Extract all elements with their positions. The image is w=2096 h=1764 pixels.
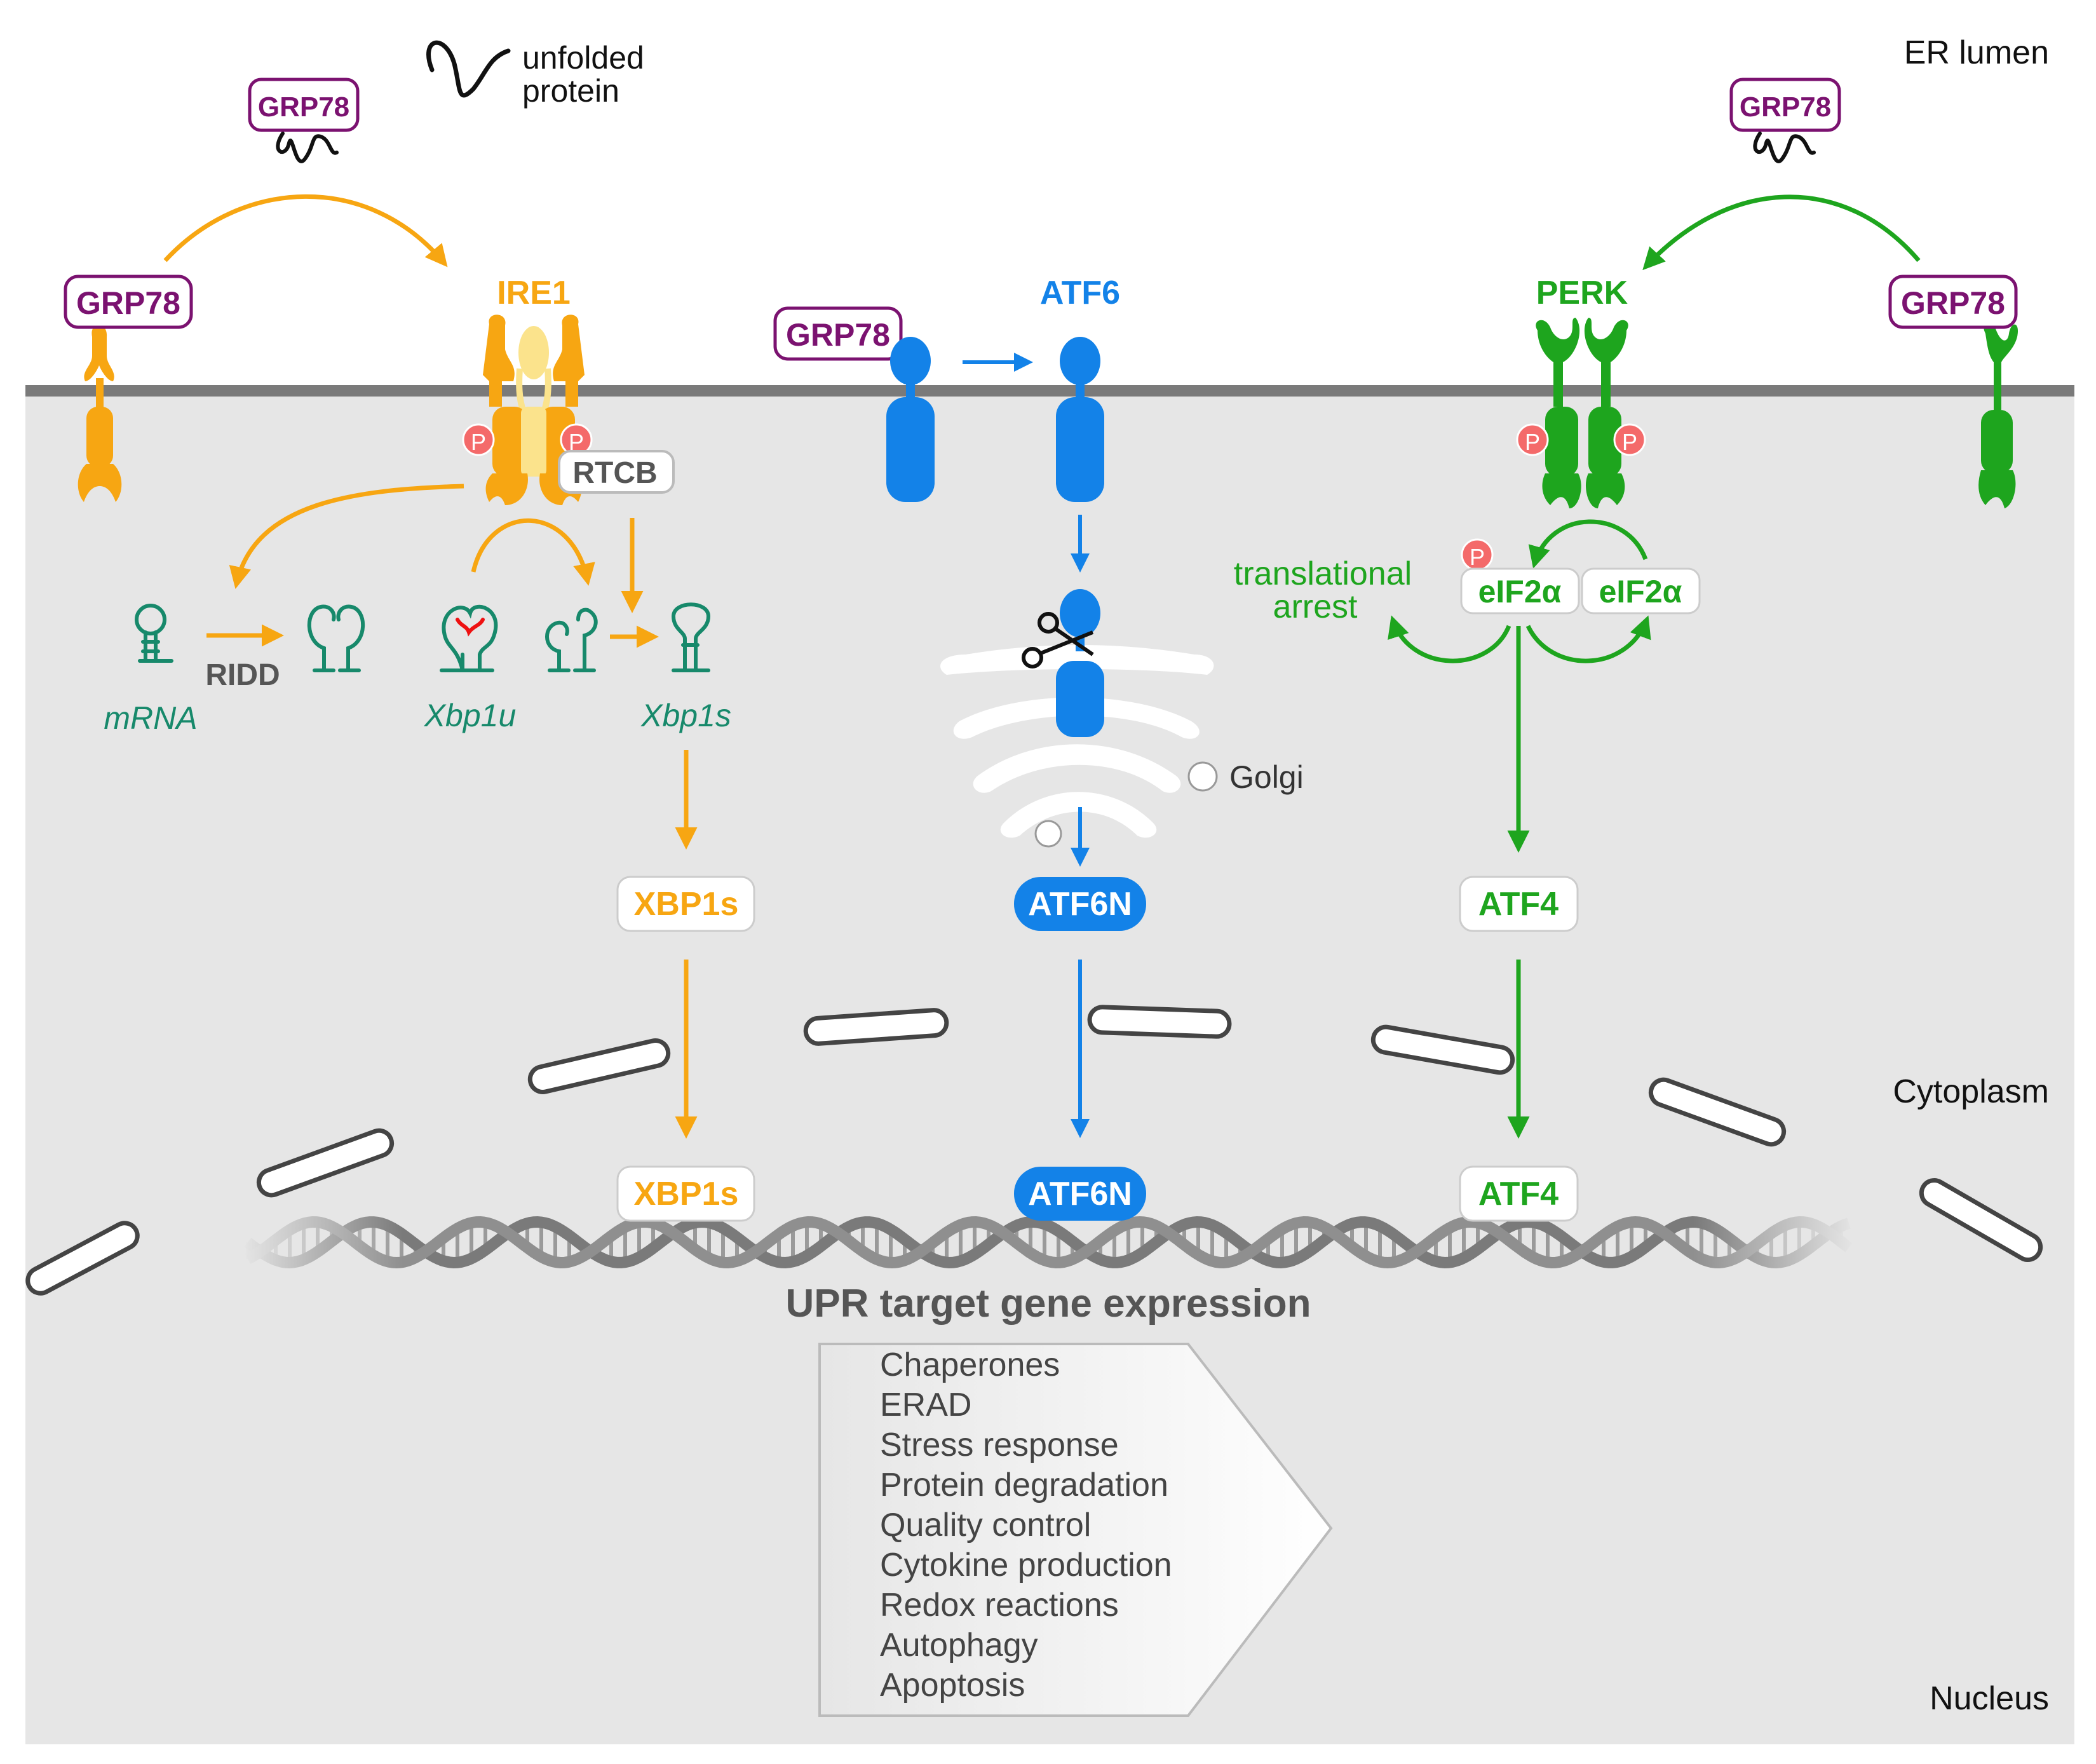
upr-title: UPR target gene expression — [786, 1282, 1311, 1326]
atf4-nuc-label: ATF4 — [1478, 1176, 1558, 1212]
unfolded-protein-squiggle — [426, 40, 511, 98]
mrna-fragments — [307, 604, 365, 672]
xbp1-splice-arrow — [471, 518, 595, 586]
atf4-cyto-box: ATF4 — [1459, 876, 1579, 932]
grp78-free-right-label: GRP78 — [1740, 92, 1831, 123]
eif2a-right-label: eIF2α — [1599, 574, 1682, 609]
rtcb-box: RTCB — [558, 450, 675, 494]
grp78-bound-left-label: GRP78 — [76, 285, 180, 321]
xbp1s-cyto-label: XBP1s — [634, 886, 739, 923]
atf6-label: ATF6 — [1040, 275, 1120, 311]
target-gene-item: Chaperones — [880, 1347, 1060, 1383]
xbp1-cleaved — [545, 607, 598, 672]
svg-text:P: P — [1470, 544, 1485, 570]
ire1-phospho-left: P — [462, 423, 495, 456]
eif2a-phospho: P — [1461, 538, 1494, 571]
grp78-release-arrow-perk — [1642, 194, 1921, 271]
translation-arrest-arrow — [1388, 615, 1511, 663]
mrna-hairpin — [135, 604, 173, 663]
ridd-arrow — [229, 484, 464, 589]
target-gene-item: Cytokine production — [880, 1547, 1172, 1584]
target-gene-item: Protein degradation — [880, 1467, 1168, 1503]
xbp1u-mrna — [440, 604, 498, 672]
scissors-icon — [1022, 612, 1094, 668]
rtcb-label: RTCB — [572, 456, 657, 490]
perk-phospho-right: P — [1613, 423, 1646, 456]
atf6n-cyto-label: ATF6N — [1028, 886, 1132, 923]
svg-text:P: P — [1525, 429, 1540, 455]
golgi — [940, 645, 1218, 848]
grp78-free-left-label: GRP78 — [258, 92, 349, 123]
eif2a-recycle-arrow — [1525, 615, 1651, 663]
unfolded-protein-label-1: unfolded — [522, 40, 644, 76]
atf6-in-golgi — [1056, 589, 1104, 737]
xbp1s-nuc-box: XBP1s — [616, 1165, 755, 1222]
translational-arrest-label-1: translational — [1234, 555, 1412, 592]
grp78-bound-right-label: GRP78 — [1901, 285, 2005, 321]
nucleus-label: Nucleus — [1930, 1680, 2049, 1717]
atf4-cyto-label: ATF4 — [1478, 886, 1558, 923]
atf6n-cyto-box: ATF6N — [1014, 877, 1146, 931]
atf6-inactive — [886, 337, 935, 502]
eif2a-left-label: eIF2α — [1478, 574, 1562, 609]
grp78-free-left: GRP78 — [248, 78, 360, 163]
target-gene-item: Quality control — [880, 1507, 1091, 1544]
grp78-bound-atf6: GRP78 — [773, 306, 903, 361]
xbp1u-label: Xbp1u — [424, 698, 517, 733]
grp78-release-arrow-ire1 — [163, 194, 448, 268]
dna-helix — [241, 1207, 1855, 1277]
perk-dimer — [1536, 318, 1628, 508]
svg-text:P: P — [1622, 429, 1637, 455]
target-gene-item: Redox reactions — [880, 1587, 1119, 1624]
xbp1s-cyto-box: XBP1s — [616, 876, 755, 932]
grp78-bound-left: GRP78 — [64, 275, 193, 329]
ire1-label: IRE1 — [497, 275, 571, 311]
atf6n-nuc-box: ATF6N — [1014, 1167, 1146, 1221]
target-gene-item: ERAD — [880, 1387, 971, 1423]
eif2a-phosphorylated-box: eIF2α — [1460, 567, 1580, 614]
svg-text:P: P — [471, 429, 486, 455]
target-gene-item: Autophagy — [880, 1627, 1038, 1664]
eif2a-box: eIF2α — [1581, 567, 1701, 614]
golgi-label: Golgi — [1229, 759, 1304, 795]
xbp1s-mrna — [672, 602, 711, 672]
er-membrane — [25, 385, 2074, 397]
mrna-label: mRNA — [104, 700, 197, 736]
translational-arrest-label-2: arrest — [1273, 588, 1358, 625]
atf6n-nuc-label: ATF6N — [1028, 1176, 1132, 1212]
grp78-bound-atf6-label: GRP78 — [786, 317, 890, 353]
target-gene-arrow — [818, 1343, 1333, 1717]
unfolded-protein-label-2: protein — [522, 73, 619, 109]
ridd-label: RIDD — [205, 658, 280, 692]
perk-phospho-left: P — [1516, 423, 1549, 456]
target-gene-item: Stress response — [880, 1427, 1119, 1463]
xbp1s-label: Xbp1s — [640, 698, 731, 733]
xbp1s-nuc-label: XBP1s — [634, 1176, 739, 1212]
atf6-free — [1056, 337, 1104, 502]
target-gene-item: Apoptosis — [880, 1667, 1025, 1704]
atf4-nuc-box: ATF4 — [1459, 1165, 1579, 1222]
cytoplasm-label: Cytoplasm — [1893, 1073, 2049, 1110]
er-lumen-label: ER lumen — [1904, 34, 2049, 71]
nuclear-envelope — [25, 1005, 2043, 1296]
perk-inactive — [1978, 322, 2018, 508]
grp78-free-right: GRP78 — [1729, 78, 1841, 163]
perk-label: PERK — [1536, 275, 1628, 311]
grp78-bound-right: GRP78 — [1888, 275, 2018, 329]
eif2a-phospho-arrow — [1528, 519, 1648, 569]
ire1-inactive — [78, 325, 122, 502]
